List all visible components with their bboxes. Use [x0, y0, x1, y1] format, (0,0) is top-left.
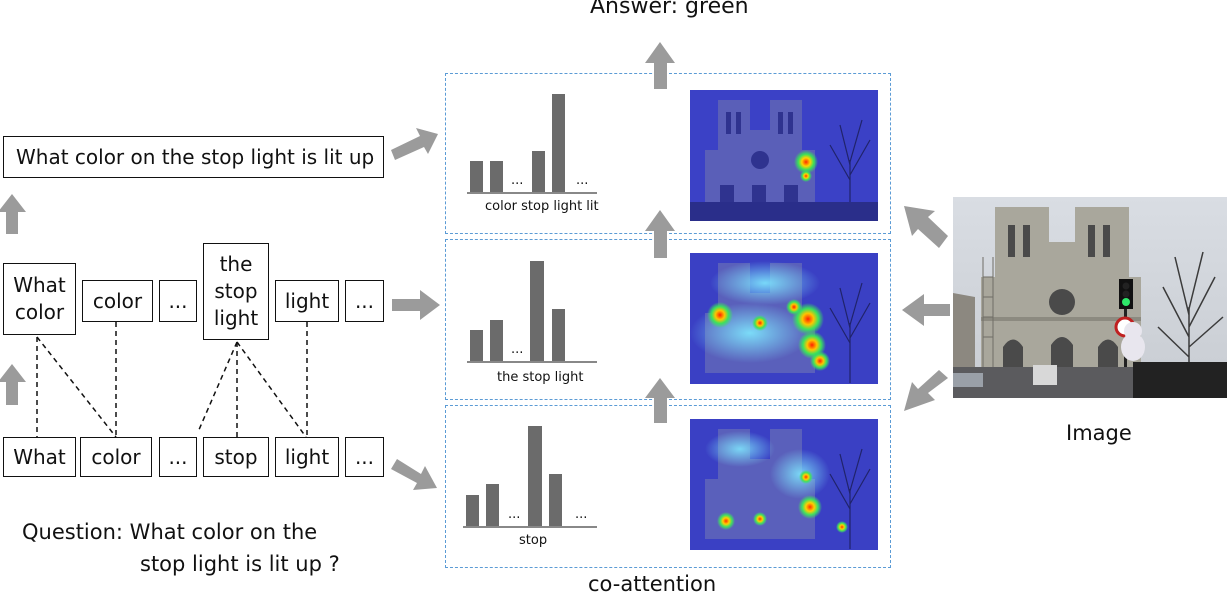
- phrase-links: [36, 322, 308, 438]
- panel3-ellipsis-1: ...: [508, 507, 521, 522]
- panel2-bar-4: [552, 309, 565, 361]
- arrow-image-to-phrase-panel: [902, 294, 950, 326]
- flow-arrows: [0, 42, 950, 490]
- panel3-bar-3: [528, 426, 542, 526]
- arrow-image-to-word-panel: [904, 370, 948, 411]
- phrase-box-6: ...: [345, 280, 384, 322]
- arrow-image-to-question-panel: [904, 206, 948, 248]
- phrase-text-4: the stop light: [213, 252, 259, 330]
- panel3-bar-4: [549, 474, 562, 526]
- co-attention-panel-phrase: [445, 239, 891, 400]
- panel3-caption: stop: [519, 533, 548, 548]
- up-arrow-to-answer: [645, 42, 675, 89]
- panel3-baseline: [463, 526, 597, 528]
- image-label: Image: [1066, 421, 1132, 445]
- word-box-1: What: [3, 437, 76, 477]
- input-image: [953, 197, 1227, 398]
- word-text-4: stop: [214, 444, 258, 469]
- attention-map-question: [690, 90, 878, 221]
- word-box-5: light: [275, 437, 339, 477]
- co-attention-panel-question: [445, 73, 891, 234]
- up-arrow-word-to-phrase: [0, 364, 26, 405]
- attention-map-word: [690, 419, 878, 550]
- word-text-5: light: [284, 444, 330, 469]
- word-text-3: ...: [168, 444, 188, 469]
- up-arrow-phrase-to-question: [0, 194, 26, 234]
- phrase-text-3: ...: [168, 288, 188, 313]
- phrase-box-4: the stop light: [203, 243, 269, 340]
- question-label-line1: Question: What color on the: [22, 520, 318, 544]
- up-arrow-word-panel-to-phrase-panel: [645, 378, 675, 423]
- phrase-box-2: color: [82, 280, 153, 322]
- attention-map-word-graphic: [690, 419, 878, 550]
- panel2-bar-1: [470, 330, 483, 361]
- attention-map-phrase-graphic: [690, 253, 878, 384]
- arrow-phrase-to-panel: [392, 290, 440, 320]
- panel1-caption: color stop light lit: [485, 199, 599, 214]
- arrow-word-to-panel: [391, 459, 437, 490]
- arrow-question-to-panel: [391, 128, 438, 160]
- panel1-baseline: [467, 192, 597, 194]
- co-attention-label: co-attention: [588, 572, 717, 596]
- panel1-bar-1: [470, 161, 483, 192]
- question-level-box: What color on the stop light is lit up: [3, 136, 384, 178]
- panel2-bar-2: [490, 320, 503, 361]
- word-box-2: color: [80, 437, 152, 477]
- panel2-baseline: [467, 361, 597, 363]
- word-text-6: ...: [354, 444, 375, 469]
- attention-map-question-graphic: [690, 90, 878, 221]
- word-text-2: color: [91, 444, 141, 469]
- word-text-1: What: [13, 444, 66, 469]
- co-attention-panel-word: [445, 405, 891, 568]
- panel1-ellipsis-2: ...: [576, 173, 589, 188]
- panel1-ellipsis-1: ...: [511, 173, 524, 188]
- word-box-6: ...: [345, 437, 384, 477]
- panel1-bar-3: [532, 151, 545, 192]
- input-image-graphic: [953, 197, 1227, 398]
- up-arrow-phrase-panel-to-question-panel: [645, 210, 675, 258]
- phrase-text-2: color: [92, 288, 143, 313]
- phrase-box-1: What color: [3, 263, 76, 335]
- answer-label: Answer: green: [590, 0, 749, 19]
- panel1-bar-4: [552, 94, 565, 192]
- panel3-ellipsis-2: ...: [575, 507, 588, 522]
- panel3-bar-2: [486, 484, 499, 526]
- phrase-box-3: ...: [159, 280, 197, 322]
- question-label-line2: stop light is lit up ?: [140, 552, 340, 576]
- attention-map-phrase: [690, 253, 878, 384]
- question-level-text: What color on the stop light is lit up: [16, 144, 375, 169]
- panel2-bar-3: [530, 261, 544, 361]
- panel3-bar-1: [466, 495, 479, 526]
- phrase-text-6: ...: [354, 288, 375, 313]
- word-box-4: stop: [203, 437, 269, 477]
- panel2-ellipsis-1: ...: [511, 342, 524, 357]
- panel2-caption: the stop light: [497, 370, 584, 385]
- phrase-text-1: What color: [13, 273, 66, 324]
- panel1-bar-2: [490, 161, 503, 192]
- phrase-box-5: light: [275, 280, 339, 322]
- phrase-text-5: light: [284, 288, 330, 313]
- word-box-3: ...: [159, 437, 197, 477]
